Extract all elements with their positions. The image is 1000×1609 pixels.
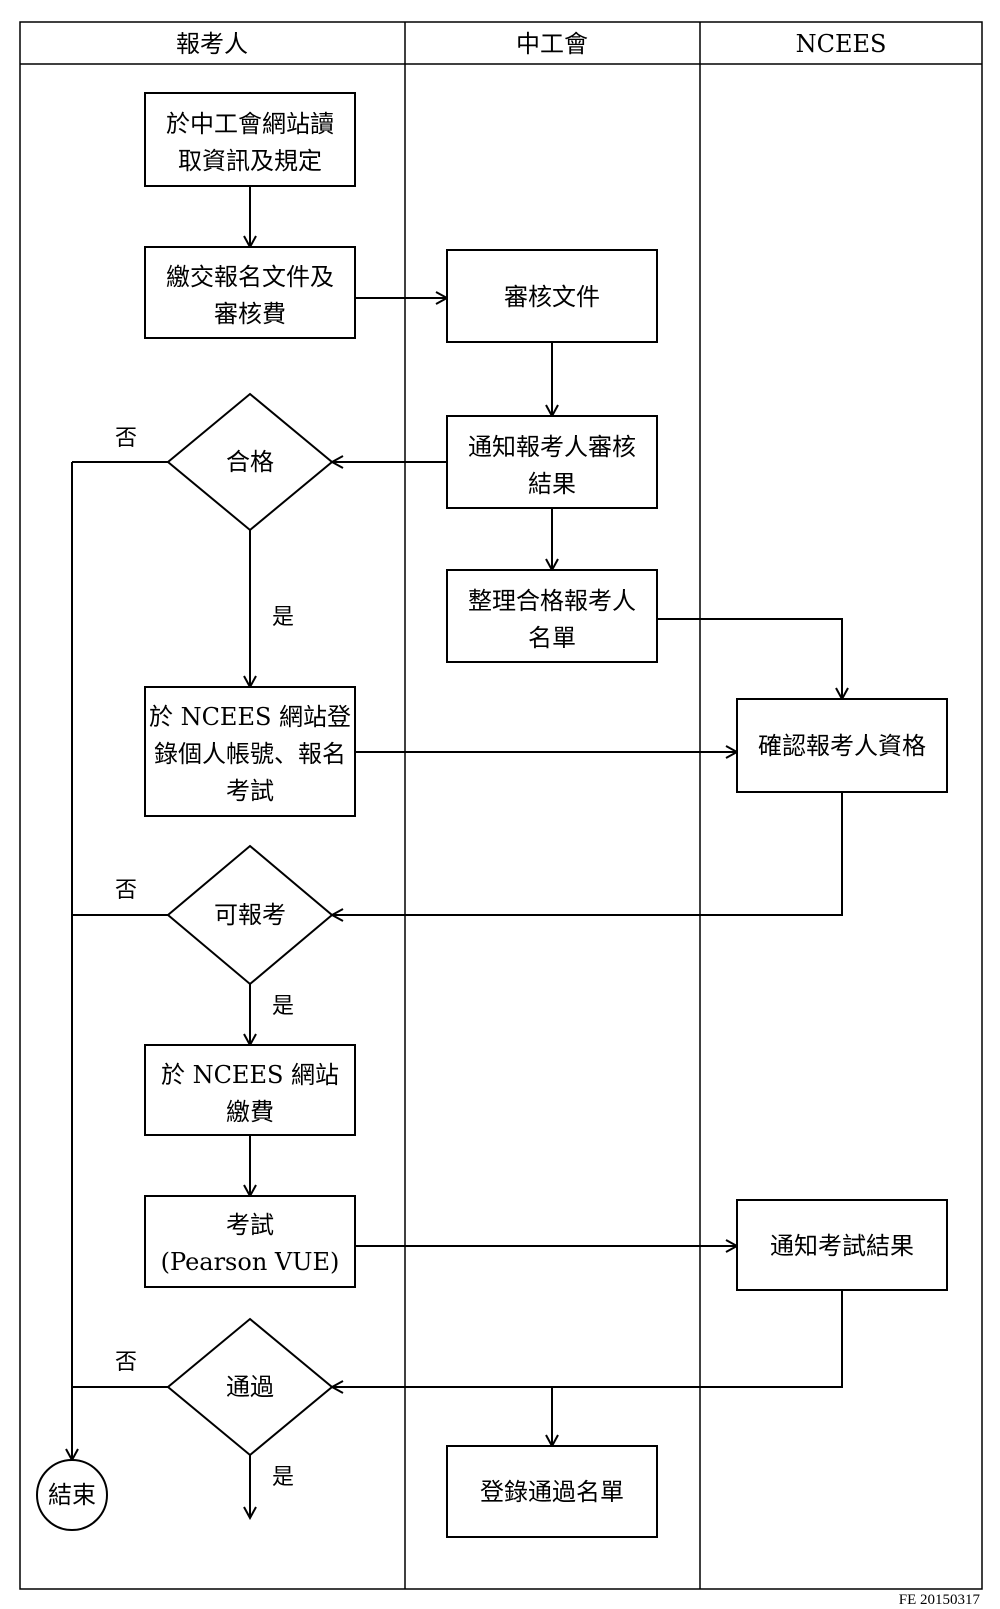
node-exam-line1: 考試 xyxy=(226,1211,274,1239)
node-pay-ncees: 於 NCEES 網站 繳費 xyxy=(144,1044,356,1136)
edge-label-canapply-yes: 是 xyxy=(272,994,294,1019)
node-register-ncees-line1: 於 NCEES 網站登 xyxy=(149,703,351,731)
edge-label-passed-no: 否 xyxy=(115,1350,137,1375)
node-compile-list-line2: 名單 xyxy=(528,624,576,652)
node-submit-docs-line1: 繳交報名文件及 xyxy=(166,263,334,291)
node-review-docs-line1: 審核文件 xyxy=(504,283,600,311)
node-notify-result: 通知考試結果 xyxy=(736,1199,948,1291)
decision-qualified: 合格 xyxy=(166,392,334,532)
arrow-notifyresult-to-passed xyxy=(332,1290,843,1387)
node-confirm-eligibility-line1: 確認報考人資格 xyxy=(758,732,926,760)
node-submit-docs-line2: 審核費 xyxy=(214,300,286,328)
edge-label-qualified-no: 否 xyxy=(115,426,137,451)
decision-can-apply: 可報考 xyxy=(166,844,334,986)
lane-header-association: 中工會 xyxy=(516,30,588,58)
node-compile-list: 整理合格報考人 名單 xyxy=(446,569,658,663)
arrow-compile-to-confirm xyxy=(657,618,842,699)
node-submit-docs: 繳交報名文件及 審核費 xyxy=(144,246,356,339)
footer-code: FE 20150317 xyxy=(899,1592,981,1608)
lane-header-applicant: 報考人 xyxy=(176,30,248,58)
node-pay-ncees-line2: 繳費 xyxy=(226,1098,274,1126)
decision-qualified-label: 合格 xyxy=(226,448,274,476)
node-notify-review-line1: 通知報考人審核 xyxy=(468,433,636,461)
lane-header-ncees: NCEES xyxy=(796,30,887,58)
node-confirm-eligibility: 確認報考人資格 xyxy=(736,698,948,793)
node-read-info-line2: 取資訊及規定 xyxy=(178,147,322,175)
node-register-ncees: 於 NCEES 網站登 錄個人帳號、報名 考試 xyxy=(144,686,356,817)
edge-label-passed-yes: 是 xyxy=(272,1465,294,1490)
decision-can-apply-label: 可報考 xyxy=(214,901,286,929)
node-record-pass: 登錄通過名單 xyxy=(446,1445,658,1538)
edge-label-canapply-no: 否 xyxy=(115,878,137,903)
node-exam: 考試 (Pearson VUE) xyxy=(144,1195,356,1288)
node-register-ncees-line2: 錄個人帳號、報名 xyxy=(154,740,346,768)
node-read-info-line1: 於中工會網站讀 xyxy=(166,110,334,138)
connectors xyxy=(72,186,842,1518)
node-notify-review-line2: 結果 xyxy=(528,470,576,498)
node-record-pass-line1: 登錄通過名單 xyxy=(480,1478,624,1506)
decision-passed-label: 通過 xyxy=(226,1373,274,1401)
decision-passed: 通過 xyxy=(166,1317,334,1457)
node-compile-list-line1: 整理合格報考人 xyxy=(468,587,636,615)
node-notify-review: 通知報考人審核 結果 xyxy=(446,415,658,509)
node-end-label: 結束 xyxy=(48,1481,96,1509)
swimlane-frame xyxy=(19,21,983,1590)
node-exam-line2: (Pearson VUE) xyxy=(161,1248,340,1276)
node-review-docs: 審核文件 xyxy=(446,249,658,343)
edge-label-qualified-yes: 是 xyxy=(272,605,294,630)
node-end: 結束 xyxy=(36,1459,108,1531)
node-register-ncees-line3: 考試 xyxy=(226,777,274,805)
arrow-confirm-to-canapply xyxy=(332,792,843,915)
node-read-info: 於中工會網站讀 取資訊及規定 xyxy=(144,92,356,187)
node-notify-result-line1: 通知考試結果 xyxy=(770,1232,914,1260)
node-pay-ncees-line1: 於 NCEES 網站 xyxy=(161,1061,339,1089)
